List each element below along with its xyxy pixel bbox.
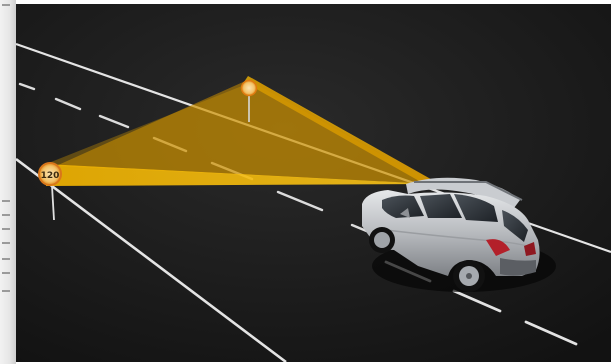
- road-scene: 120: [16, 4, 611, 362]
- page-edge-strip: [0, 0, 16, 364]
- road-illustration: 120: [16, 4, 611, 362]
- near-speed-sign-label: 120: [41, 171, 60, 181]
- rear-bumper: [500, 258, 536, 276]
- far-speed-sign: [242, 81, 257, 96]
- rear-wheel-hub: [466, 273, 472, 279]
- front-wheel-rim: [374, 232, 390, 248]
